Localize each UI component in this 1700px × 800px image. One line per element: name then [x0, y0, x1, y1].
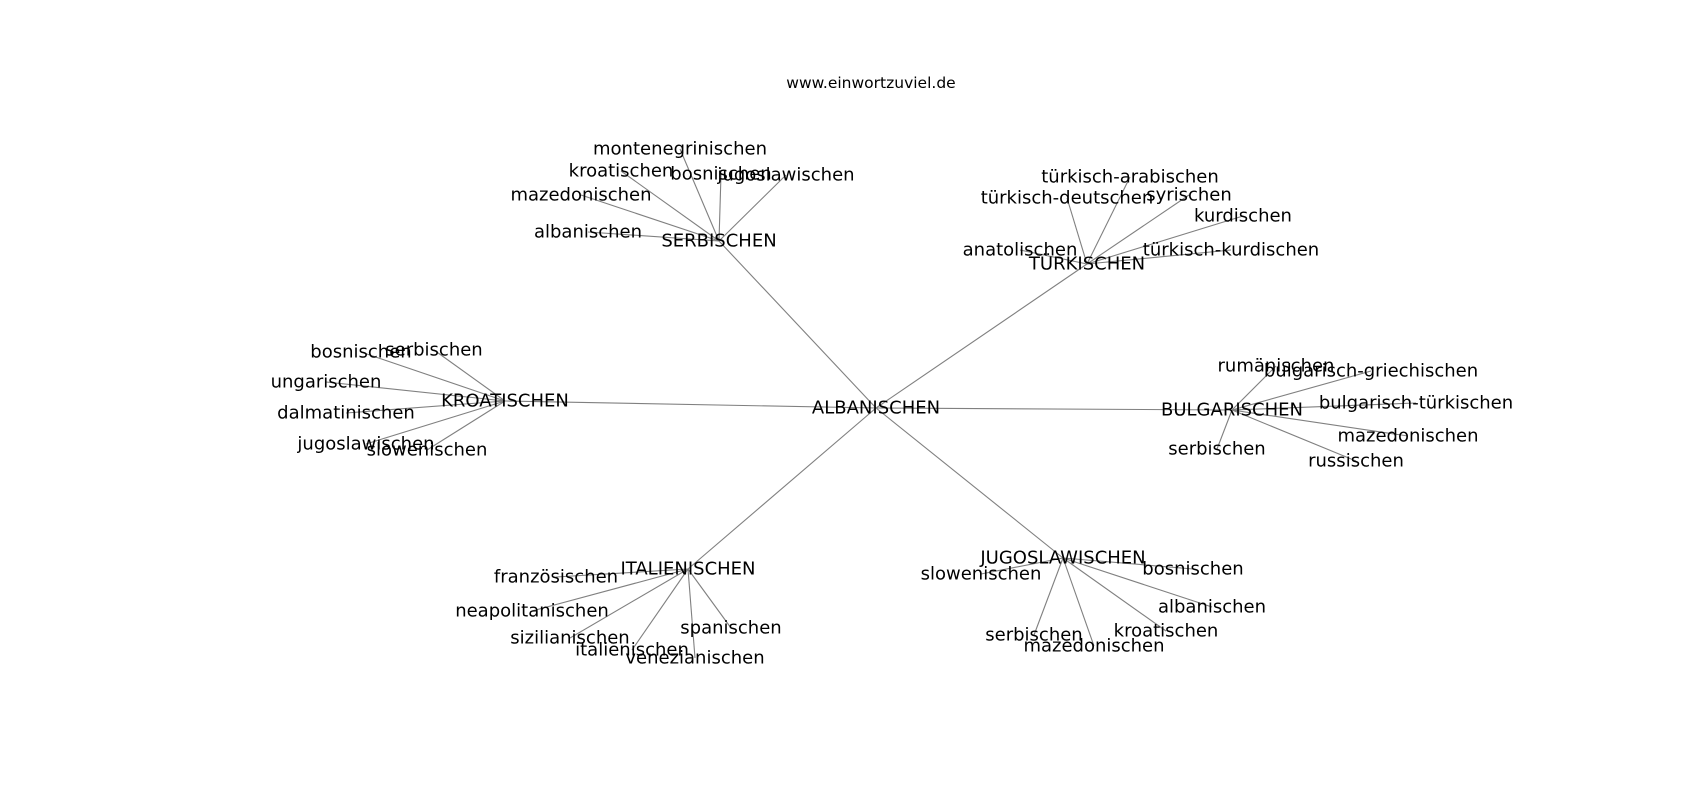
- edge-italienischen-leaf: [631, 568, 689, 651]
- leaf-node-label: neapolitanischen: [455, 601, 609, 622]
- labels-layer: www.einwortzuviel.de ALBANISCHEN SERBISCH…: [271, 74, 1514, 669]
- leaf-node-label: russischen: [1308, 451, 1404, 472]
- leaf-node-label: serbischen: [385, 340, 482, 361]
- leaf-node-label: bosnischen: [1142, 559, 1243, 580]
- edge-kroatischen-leaf: [345, 400, 506, 414]
- leaf-node-label: jugoslawischen: [716, 165, 854, 186]
- edge-bulgarischen-leaf: [1231, 409, 1357, 462]
- leaf-node-label: dalmatinischen: [277, 403, 415, 424]
- leaf-node-label: französischen: [494, 567, 618, 588]
- edge-center-italienischen: [687, 407, 877, 570]
- leaf-node-label: venezianischen: [625, 648, 764, 669]
- edge-kroatischen-leaf: [426, 400, 506, 451]
- leaf-node-label: mazedonischen: [510, 185, 651, 206]
- edge-italienischen-leaf: [687, 568, 732, 629]
- edge-jugoslawischen-leaf: [1062, 557, 1213, 608]
- leaf-node-label: kurdischen: [1194, 206, 1292, 227]
- leaf-node-label: rumänischen: [1218, 356, 1335, 377]
- edge-tuerkischen-leaf: [1086, 249, 1232, 265]
- edge-kroatischen-leaf: [325, 381, 506, 402]
- leaf-node-label: bosnischen: [310, 342, 411, 363]
- edge-center-tuerkischen: [875, 263, 1088, 409]
- edge-kroatischen-leaf: [360, 351, 506, 402]
- edge-center-bulgarischen: [875, 407, 1233, 411]
- edge-bulgarischen-leaf: [1216, 409, 1233, 450]
- edge-serbischen-leaf: [718, 173, 722, 242]
- edge-center-serbischen: [718, 240, 877, 409]
- edge-jugoslawischen-leaf: [1062, 557, 1167, 632]
- center-node-label: ALBANISCHEN: [812, 398, 940, 419]
- edge-center-kroatischen: [504, 400, 877, 409]
- edge-bulgarischen-leaf: [1231, 409, 1409, 437]
- hub-node-label-tuerkischen: TÜRKISCHEN: [1028, 253, 1145, 275]
- leaf-node-label: türkisch-arabischen: [1041, 167, 1219, 188]
- leaf-node-label: kroatischen: [1114, 621, 1219, 642]
- edge-bulgarischen-leaf: [1231, 365, 1277, 411]
- hub-node-label-serbischen: SERBISCHEN: [661, 231, 776, 252]
- edge-tuerkischen-leaf: [1086, 194, 1190, 265]
- edge-tuerkischen-leaf: [1019, 249, 1088, 265]
- edge-tuerkischen-leaf: [1086, 176, 1131, 265]
- hub-node-label-bulgarischen: BULGARISCHEN: [1161, 400, 1303, 421]
- leaf-node-label: bulgarisch-griechischen: [1264, 361, 1478, 382]
- edge-italienischen-leaf: [555, 568, 689, 578]
- leaf-node-label: montenegrinischen: [593, 139, 767, 160]
- leaf-node-label: slowenischen: [367, 440, 488, 461]
- edge-jugoslawischen-leaf: [1062, 557, 1194, 570]
- edge-serbischen-leaf: [679, 148, 720, 242]
- leaf-node-label: bulgarisch-türkischen: [1319, 393, 1513, 414]
- leaf-node-label: spanischen: [680, 618, 781, 639]
- edge-tuerkischen-leaf: [1086, 215, 1244, 265]
- edge-jugoslawischen-leaf: [1062, 557, 1095, 647]
- leaf-node-label: albanischen: [534, 222, 642, 243]
- edge-tuerkischen-leaf: [1066, 197, 1088, 265]
- edge-italienischen-leaf: [569, 568, 689, 639]
- leaf-node-label: türkisch-deutschen: [981, 188, 1154, 209]
- leaf-node-label: türkisch-kurdischen: [1143, 240, 1319, 261]
- edge-jugoslawischen-leaf: [980, 557, 1064, 575]
- leaf-node-label: mazedonischen: [1023, 636, 1164, 657]
- leaf-node-label: bosnischen: [670, 164, 771, 185]
- hub-node-label-kroatischen: KROATISCHEN: [441, 391, 569, 412]
- edge-kroatischen-leaf: [365, 400, 506, 445]
- leaf-node-label: slowenischen: [921, 564, 1042, 585]
- edge-center-jugoslawischen: [875, 407, 1064, 559]
- leaf-node-label: anatolischen: [963, 240, 1078, 261]
- edge-bulgarischen-leaf: [1231, 402, 1417, 411]
- edge-serbischen-leaf: [587, 231, 720, 242]
- edge-jugoslawischen-leaf: [1033, 557, 1064, 636]
- edges-layer: [325, 148, 1417, 659]
- site-caption: www.einwortzuviel.de: [786, 74, 955, 92]
- edge-serbischen-leaf: [580, 194, 720, 242]
- leaf-node-label: italienischen: [575, 640, 689, 661]
- leaf-node-label: serbischen: [985, 625, 1082, 646]
- edge-kroatischen-leaf: [433, 349, 506, 402]
- leaf-node-label: serbischen: [1168, 439, 1265, 460]
- edge-serbischen-leaf: [620, 170, 720, 242]
- leaf-node-label: kroatischen: [569, 161, 674, 182]
- hub-node-label-italienischen: ITALIENISCHEN: [620, 559, 755, 580]
- edge-italienischen-leaf: [531, 568, 689, 612]
- leaf-node-label: mazedonischen: [1337, 426, 1478, 447]
- edge-bulgarischen-leaf: [1231, 370, 1372, 411]
- edge-serbischen-leaf: [718, 174, 787, 242]
- leaf-node-label: syrischen: [1146, 185, 1232, 206]
- leaf-node-label: ungarischen: [271, 372, 382, 393]
- leaf-node-label: sizilianischen: [510, 628, 629, 649]
- leaf-node-label: albanischen: [1158, 597, 1266, 618]
- hub-node-label-jugoslawischen: JUGOSLAWISCHEN: [979, 548, 1145, 569]
- edge-italienischen-leaf: [687, 568, 696, 659]
- leaf-node-label: jugoslawischen: [296, 434, 434, 455]
